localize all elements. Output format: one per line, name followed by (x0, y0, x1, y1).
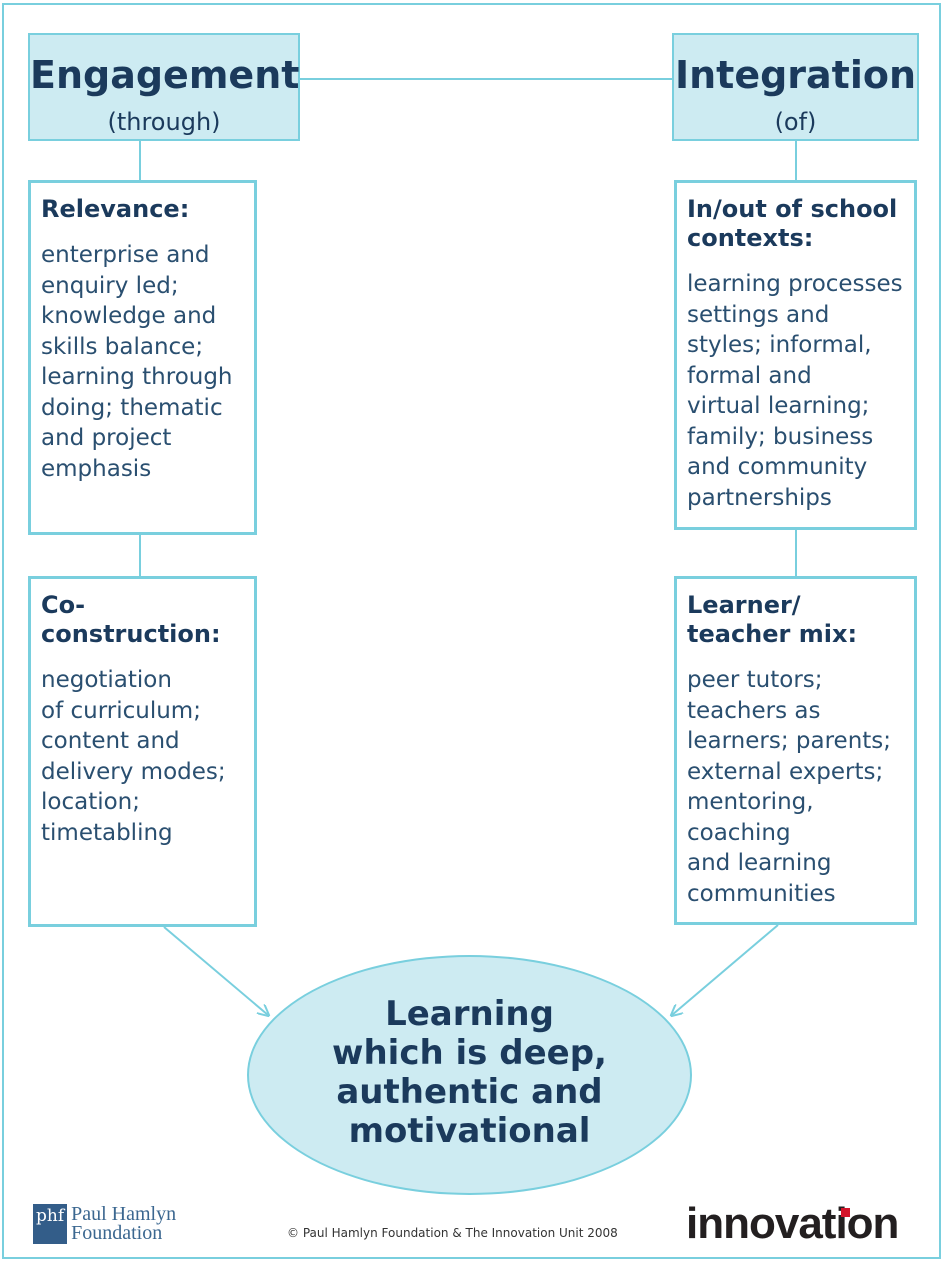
integration-title: Integration (674, 53, 917, 97)
learner-teacher-box: Learner/ teacher mix: peer tutors; teach… (674, 576, 917, 925)
copyright-notice: © Paul Hamlyn Foundation & The Innovatio… (287, 1226, 618, 1240)
contexts-box: In/out of school contexts: learning proc… (674, 180, 917, 530)
innovation-logo: innovation (686, 1199, 899, 1249)
engagement-subtitle: (through) (107, 108, 221, 136)
learner-teacher-title: Learner/ teacher mix: (687, 591, 858, 648)
left-arrow (163, 926, 268, 1015)
right-arrow (672, 924, 779, 1015)
outcome-ellipse: Learning which is deep, authentic and mo… (247, 955, 692, 1195)
integration-box: Integration (of) (672, 33, 919, 141)
coconstruction-title: Co- construction: (41, 591, 221, 648)
relevance-title: Relevance: (41, 195, 190, 223)
contexts-title: In/out of school contexts: (687, 195, 898, 252)
engagement-box: Engagement (through) (28, 33, 300, 141)
phf-mark: phf (33, 1204, 68, 1244)
coconstruction-box: Co- construction: negotiation of curricu… (28, 576, 257, 927)
phf-name: Paul Hamlyn Foundation (71, 1203, 177, 1244)
engagement-title: Engagement (30, 53, 300, 97)
integration-subtitle: (of) (774, 108, 817, 136)
relevance-text: enterprise and enquiry led; knowledge an… (41, 242, 233, 482)
relevance-box: Relevance: enterprise and enquiry led; k… (28, 180, 257, 535)
coconstruction-text: negotiation of curriculum; content and d… (41, 667, 226, 846)
innovation-wordmark: innovation (686, 1199, 899, 1248)
diagram-frame (2, 3, 941, 1259)
innovation-red-square (841, 1208, 850, 1217)
outcome-text: Learning which is deep, authentic and mo… (332, 994, 607, 1151)
phf-logo: phf Paul Hamlyn Foundation (33, 1204, 176, 1244)
contexts-text: learning processes settings and styles; … (687, 271, 903, 511)
learner-teacher-text: peer tutors; teachers as learners; paren… (687, 667, 892, 907)
